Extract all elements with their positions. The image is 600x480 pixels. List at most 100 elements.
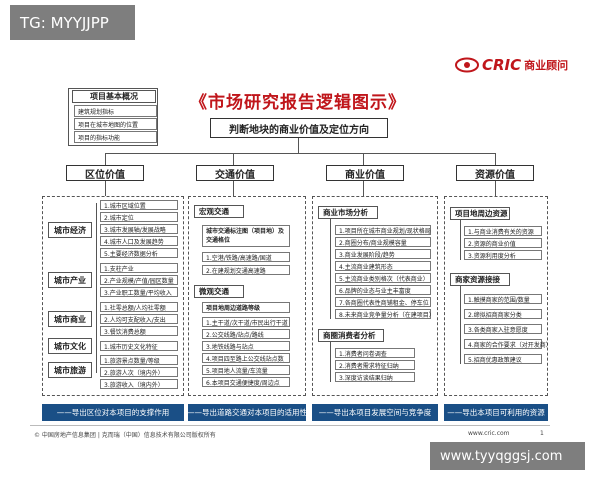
location-item: 4.城市人口及发展趋势 — [100, 236, 178, 246]
location-item: 3.餐饮消费总额 — [100, 326, 178, 336]
traffic-macro-header: 宏观交通 — [194, 205, 244, 218]
resource-item: 3.各类商家入驻意愿度 — [464, 324, 542, 334]
eye-logo-icon — [455, 57, 479, 73]
connector-line — [460, 286, 461, 364]
basic-info-item: 项目的指标功能 — [74, 131, 157, 143]
commerce-item: 6.品牌的业态与业主丰富度 — [335, 285, 431, 295]
location-item: 3.旅游收入（境内外） — [100, 379, 178, 389]
commerce-item: 7.各商圈代表性商铺租金、停车位 — [335, 297, 431, 307]
traffic-item: 6.本项目交通便捷度/周边点 — [202, 377, 290, 387]
watermark-bottom: www.tyyqggsj.com — [430, 442, 585, 470]
group-label-city-commerce: 城市商业 — [48, 311, 92, 327]
logo-brand: CRIC — [482, 56, 522, 74]
resource-item: 1.与商业消费有关的资源 — [464, 226, 542, 236]
column-header-resource: 资源价值 — [456, 165, 534, 181]
traffic-item: 2.公交线路/站点/路线 — [202, 329, 290, 339]
resource-item: 3.资源利用度分析 — [464, 250, 542, 260]
basic-info-item: 建筑规划指标 — [74, 105, 157, 117]
location-item: 2.产业规模/产值/园区数量 — [100, 275, 178, 285]
location-item: 2.城市定位 — [100, 212, 178, 222]
resource-item: 2.缔拟招商商家分类 — [464, 309, 542, 319]
logo-tagline: 商业顾问 — [524, 59, 569, 72]
location-item: 1.社零总额/人均社零额 — [100, 302, 178, 312]
commerce-item: 3.深度访谈结果归纳 — [335, 372, 415, 382]
group-label-city-economy: 城市经济 — [48, 222, 92, 238]
watermark-bottom-text: www.tyyqggsj.com — [440, 448, 563, 464]
traffic-panel — [188, 196, 306, 396]
commerce-item: 3.商业发展阶段/趋势 — [335, 249, 431, 259]
connector-line — [105, 153, 495, 154]
resource-merchant-header: 商家资源接接 — [450, 273, 510, 286]
group-label-city-tourism: 城市旅游 — [48, 362, 92, 378]
column-header-commerce: 商业价值 — [326, 165, 404, 181]
traffic-item: 3.地铁线路与站点 — [202, 341, 290, 351]
commerce-item: 2.商圈分布/商业规模容量 — [335, 237, 431, 247]
location-panel — [42, 196, 184, 396]
group-label-city-industry: 城市产业 — [48, 272, 92, 288]
traffic-item: 2.在建规划交通高速路 — [202, 265, 290, 275]
resource-item: 2.资源的商业价值 — [464, 238, 542, 248]
location-item: 1.旅游景点数量/等级 — [100, 355, 178, 365]
location-item: 3.产业职工数量/平均收入 — [100, 287, 178, 297]
group-label-city-culture: 城市文化 — [48, 338, 92, 354]
location-item: 1.支柱产业 — [100, 263, 178, 273]
commerce-item: 2.消费者需求特征归纳 — [335, 360, 415, 370]
traffic-macro-sub: 城市交通标注图（项目地）及交通格位 — [202, 225, 290, 247]
basic-info-header: 项目基本概况 — [72, 90, 156, 103]
commerce-item: 4.主流商业建筑形态 — [335, 261, 431, 271]
connector-line — [105, 181, 106, 196]
connector-line — [298, 138, 299, 153]
traffic-item: 1.空港/铁路/高速路/国道 — [202, 252, 290, 262]
commerce-item: 1.消费者问卷调查 — [335, 348, 415, 358]
traffic-item: 1.主干道/次干道/市民出行干道 — [202, 317, 290, 327]
column-header-traffic: 交通价值 — [196, 165, 274, 181]
location-item: 2.人均可支配收入/支出 — [100, 314, 178, 324]
location-item: 5.主要经济数据分析 — [100, 248, 178, 258]
traffic-micro-sub: 项目地周边道路等级 — [202, 302, 290, 313]
commerce-item: 1.项目所在城市商业规划/现状格局 — [335, 225, 431, 235]
footer-divider — [30, 425, 550, 426]
basic-info-panel: 项目基本概况 建筑规划指标 项目在城市地图的位置 项目的指标功能 — [68, 88, 158, 146]
footer-page-number: 1 — [540, 430, 544, 437]
conclusion-band-resource: ——导出本项目可利用的资源 — [444, 404, 548, 421]
traffic-item: 4.项目四至路上公交线站点数 — [202, 353, 290, 363]
resource-surrounding-header: 项目地周边资源 — [450, 207, 510, 220]
connector-line — [330, 342, 331, 382]
commerce-item: 8.未来商业竞争量分析（在建项目） — [335, 309, 435, 319]
connector-line — [233, 153, 234, 165]
location-item: 2.旅游人次（境内外） — [100, 367, 178, 377]
connector-line — [460, 220, 461, 260]
location-item: 1.城市区域位置 — [100, 200, 178, 210]
traffic-micro-header: 微观交通 — [194, 285, 244, 298]
cric-logo: CRIC 商业顾问 — [455, 52, 585, 78]
resource-item: 5.招商优惠政策建议 — [464, 354, 542, 364]
conclusion-band-location: ——导出区位对本项目的支撑作用 — [42, 404, 184, 421]
footer-url: www.cric.com — [468, 430, 510, 437]
connector-line — [233, 181, 234, 196]
resource-item: 4.商家的合作要求（对开发商） — [464, 339, 552, 349]
central-judgement-box: 判断地块的商业价值及定位方向 — [210, 118, 388, 138]
watermark-top-text: TG: MYYJJPP — [20, 13, 109, 32]
connector-line — [105, 153, 106, 165]
commerce-consumer-header: 商圈消费者分析 — [318, 329, 384, 342]
footer-copyright: © 中国房地产信息集团 | 克而瑞（中国）信息技术有限公司版权所有 — [34, 432, 216, 439]
traffic-item: 5.项目地人流量/车流量 — [202, 365, 290, 375]
conclusion-band-traffic: ——导出道路交通对本项目的适用性 — [187, 404, 307, 421]
connector-line — [363, 181, 364, 196]
basic-info-item: 项目在城市地图的位置 — [74, 118, 157, 130]
column-header-location: 区位价值 — [66, 165, 144, 181]
connector-line — [495, 181, 496, 196]
conclusion-band-commerce: ——导出本项目发展空间与竞争度 — [312, 404, 438, 421]
location-item: 3.城市发展轴/发展战略 — [100, 224, 178, 234]
commerce-item: 5.主流商业类别格次（代表商业） — [335, 273, 431, 283]
page-title: 《市场研究报告逻辑图示》 — [190, 93, 406, 113]
connector-line — [495, 153, 496, 165]
commerce-panel — [312, 196, 438, 396]
resource-panel — [444, 196, 548, 396]
commerce-market-header: 商业市场分析 — [318, 206, 378, 219]
connector-line — [330, 219, 331, 319]
connector-line — [363, 153, 364, 165]
connector-line — [96, 203, 97, 373]
location-item: 1.城市历史文化特征 — [100, 341, 178, 351]
watermark-top: TG: MYYJJPP — [10, 5, 135, 40]
